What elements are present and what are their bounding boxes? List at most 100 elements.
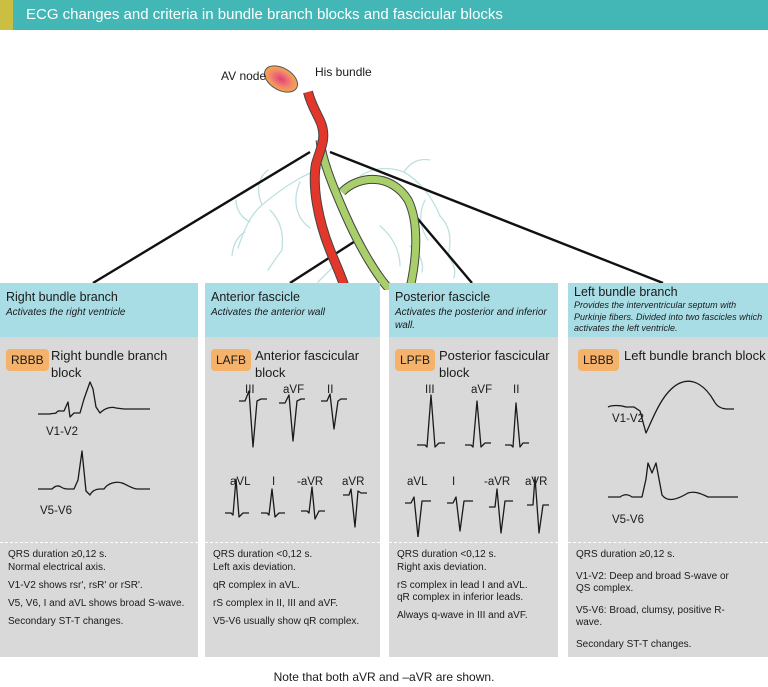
ecg-trace-v1-v2: [607, 380, 734, 434]
ecg-trace-ii: [321, 393, 347, 430]
criteria-divider: [0, 542, 198, 543]
ecg-trace-iii: [239, 390, 267, 448]
ecg-trace-neg-avr: [489, 488, 513, 534]
ecg-trace-v1-v2: [38, 381, 150, 418]
ecg-trace-neg-avr: [301, 486, 325, 520]
column-header: Anterior fascicle Activates the anterior…: [205, 283, 380, 337]
column-header: Posterior fascicle Activates the posteri…: [389, 283, 558, 337]
block-name: Right bundle branch block: [51, 348, 168, 380]
criteria-divider: [205, 542, 380, 543]
ecg-trace-iii: [417, 394, 445, 448]
criteria-list: QRS duration ≥0,12 s. V1-V2: Deep and br…: [576, 549, 736, 657]
criteria-divider: [568, 542, 768, 543]
ecg-trace-avl: [405, 496, 431, 537]
criterion: V1-V2: Deep and broad S-wave or QS compl…: [576, 570, 729, 595]
criterion: QRS duration ≥0,12 s.: [576, 549, 675, 560]
criterion: QRS duration <0,12 s.: [397, 549, 497, 560]
criterion: V5-V6 usually show qR complex.: [213, 615, 360, 627]
lead-label-i: I: [272, 476, 276, 488]
ecg-trace-avr: [527, 476, 549, 534]
lead-label-avr: aVR: [342, 476, 365, 488]
badge-lafb: LAFB: [211, 349, 252, 371]
lead-label-i: I: [452, 476, 456, 488]
column-header: Right bundle branch Activates the right …: [0, 283, 198, 337]
criterion: V5-V6: Broad, clumsy, positive R-wave.: [576, 604, 725, 629]
column-body: LPFB Posterior fascicular block III aVF …: [389, 337, 558, 657]
column-body: RBBB Right bundle branch block V1-V2 V5-…: [0, 337, 198, 657]
left-bundle-branch: [315, 139, 421, 290]
av-node-label: AV node: [221, 69, 267, 83]
criterion: Always q-wave in III and aVF.: [397, 610, 528, 621]
ecg-trace-avr: [343, 488, 367, 528]
column-title: Anterior fascicle: [211, 290, 300, 304]
criterion: Secondary ST-T changes.: [576, 638, 692, 650]
right-bundle-branch: [303, 90, 351, 290]
criterion: V5, V6, I and aVL shows broad S-wave.: [8, 597, 185, 609]
badge-lpfb: LPFB: [395, 349, 436, 371]
lead-label-v1-v2: V1-V2: [612, 413, 644, 425]
lead-label-avl: aVL: [407, 476, 428, 488]
column-title: Right bundle branch: [6, 290, 118, 304]
badge-lbbb: LBBB: [578, 349, 619, 371]
header-accent: [0, 0, 13, 30]
column-subtitle: Provides the interventricular septum wit…: [574, 300, 763, 333]
av-node: [263, 65, 299, 93]
ecg-trace-avf: [465, 400, 491, 448]
criterion: QRS duration ≥0,12 s.: [8, 549, 107, 560]
lead-label-avl: aVL: [230, 476, 251, 488]
block-name: Left bundle branch block: [624, 348, 766, 363]
footer-note: Note that both aVR and –aVR are shown.: [273, 670, 495, 684]
block-name: Anterior fascicular block: [255, 348, 360, 380]
lafb-ecg-traces: [225, 390, 367, 528]
criterion: Normal electrical axis.: [8, 561, 106, 573]
ecg-trace-v5-v6: [608, 462, 738, 501]
his-bundle-label: His bundle: [315, 65, 372, 79]
column-header: Left bundle branch Provides the interven…: [568, 283, 768, 337]
column-subtitle: Activates the right ventricle: [6, 307, 126, 318]
criterion: qR complex in aVL.: [213, 579, 300, 591]
column-subtitle: Activates the posterior and inferior wal…: [395, 307, 547, 331]
lead-label-v1-v2: V1-V2: [46, 426, 78, 438]
column-subtitle: Activates the anterior wall: [211, 307, 325, 318]
conduction-system-diagram: [92, 65, 664, 290]
criterion: Left axis deviation.: [213, 561, 296, 573]
lead-label-ii: II: [513, 384, 520, 396]
column-body: LBBB Left bundle branch block V1-V2 V5-V…: [568, 337, 768, 657]
ecg-trace-ii: [505, 402, 529, 448]
header-bar: ECG changes and criteria in bundle branc…: [0, 0, 768, 30]
lead-label-iii: III: [245, 384, 255, 396]
ecg-trace-avl: [225, 478, 249, 518]
criterion: qR complex in inferior leads.: [397, 592, 524, 603]
ecg-trace-i: [261, 488, 285, 518]
lead-label-ii: II: [327, 384, 334, 396]
lead-label-v5-v6: V5-V6: [612, 514, 644, 526]
connector-lines: [92, 150, 664, 285]
badge-rbbb: RBBB: [6, 349, 49, 371]
criteria-list: QRS duration <0,12 s. Right axis deviati…: [397, 549, 554, 628]
criterion: Secondary ST-T changes.: [8, 615, 124, 627]
lpfb-ecg-traces: [405, 394, 549, 537]
ecg-trace-v5-v6: [38, 450, 150, 496]
page-title: ECG changes and criteria in bundle branc…: [26, 6, 503, 23]
ecg-trace-avf: [279, 394, 305, 442]
rbbb-ecg-traces: [38, 381, 150, 496]
criterion: rS complex in lead I and aVL.: [397, 579, 528, 591]
criteria-list: QRS duration <0,12 s. Left axis deviatio…: [213, 549, 376, 634]
ecg-trace-i: [447, 496, 473, 532]
lead-label-avf: aVF: [471, 384, 493, 396]
criterion: QRS duration <0,12 s.: [213, 549, 313, 560]
column-body: LAFB Anterior fascicular block III aVF I…: [205, 337, 380, 657]
criteria-divider: [389, 542, 558, 543]
lbbb-ecg-traces: [607, 380, 738, 501]
criteria-list: QRS duration ≥0,12 s. Normal electrical …: [8, 549, 194, 634]
lead-label-neg-avr: -aVR: [297, 476, 324, 488]
column-title: Posterior fascicle: [395, 290, 491, 304]
lead-label-neg-avr: -aVR: [484, 476, 511, 488]
criterion: rS complex in II, III and aVF.: [213, 597, 339, 609]
lead-label-v5-v6: V5-V6: [40, 505, 72, 517]
lead-label-avf: aVF: [283, 384, 305, 396]
criterion: Right axis deviation.: [397, 561, 487, 573]
lead-label-avr: aVR: [525, 476, 548, 488]
criterion: V1-V2 shows rsr', rsR' or rSR'.: [8, 579, 143, 591]
lead-label-iii: III: [425, 384, 435, 396]
